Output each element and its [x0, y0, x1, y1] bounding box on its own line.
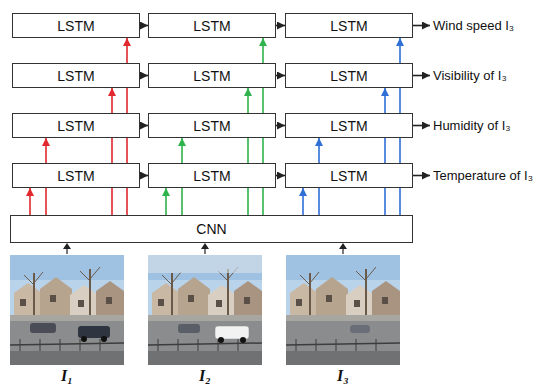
output-label: Visibility of I₃: [433, 68, 507, 83]
feature-arrow: [247, 88, 249, 215]
output-label: Humidity of I₃: [433, 118, 511, 133]
recurrent-arrow: [276, 175, 285, 177]
lstm-cell: LSTM: [285, 63, 413, 88]
recurrent-arrow: [140, 75, 148, 77]
output-arrow: [413, 125, 430, 127]
output-arrow: [413, 75, 430, 77]
block-label: CNN: [196, 221, 226, 237]
block-label: LSTM: [57, 168, 94, 184]
recurrent-arrow: [140, 175, 148, 177]
recurrent-arrow: [276, 125, 285, 127]
lstm-cell: LSTM: [148, 113, 276, 138]
lstm-cell: LSTM: [12, 63, 140, 88]
recurrent-arrow: [140, 25, 148, 27]
lstm-cell: LSTM: [12, 13, 140, 38]
lstm-cell: LSTM: [285, 13, 413, 38]
block-label: LSTM: [330, 118, 367, 134]
block-label: LSTM: [193, 68, 230, 84]
feature-arrow: [29, 188, 31, 215]
recurrent-arrow: [140, 125, 148, 127]
output-label: Wind speed I₃: [433, 18, 514, 33]
block-label: LSTM: [57, 68, 94, 84]
block-label: LSTM: [193, 168, 230, 184]
image-label: I₂: [199, 367, 211, 385]
photo-i1: [10, 255, 124, 365]
block-label: LSTM: [330, 168, 367, 184]
feature-arrow: [302, 188, 304, 215]
output-arrow: [413, 25, 430, 27]
image-label: I₃: [337, 367, 349, 385]
feature-arrow: [384, 88, 386, 215]
block-label: LSTM: [193, 118, 230, 134]
cnn-block: CNN: [10, 215, 413, 243]
feature-arrow: [111, 88, 113, 215]
image-label: I₁: [61, 367, 73, 385]
lstm-cell: LSTM: [285, 113, 413, 138]
recurrent-arrow: [276, 25, 285, 27]
feature-arrow: [165, 188, 167, 215]
block-label: LSTM: [330, 68, 367, 84]
lstm-cell: LSTM: [12, 113, 140, 138]
lstm-cell: LSTM: [148, 63, 276, 88]
photo-to-cnn-heads: [63, 243, 347, 249]
output-label: Temperature of I₃: [433, 168, 533, 183]
photo-i3: [286, 255, 400, 365]
lstm-cell: LSTM: [148, 163, 276, 188]
block-label: LSTM: [57, 18, 94, 34]
lstm-cell: LSTM: [148, 13, 276, 38]
block-label: LSTM: [193, 18, 230, 34]
output-arrow: [413, 175, 430, 177]
recurrent-arrow: [276, 75, 285, 77]
block-label: LSTM: [330, 18, 367, 34]
lstm-cell: LSTM: [285, 163, 413, 188]
block-label: LSTM: [57, 118, 94, 134]
photo-i2: [148, 255, 262, 365]
lstm-cell: LSTM: [12, 163, 140, 188]
